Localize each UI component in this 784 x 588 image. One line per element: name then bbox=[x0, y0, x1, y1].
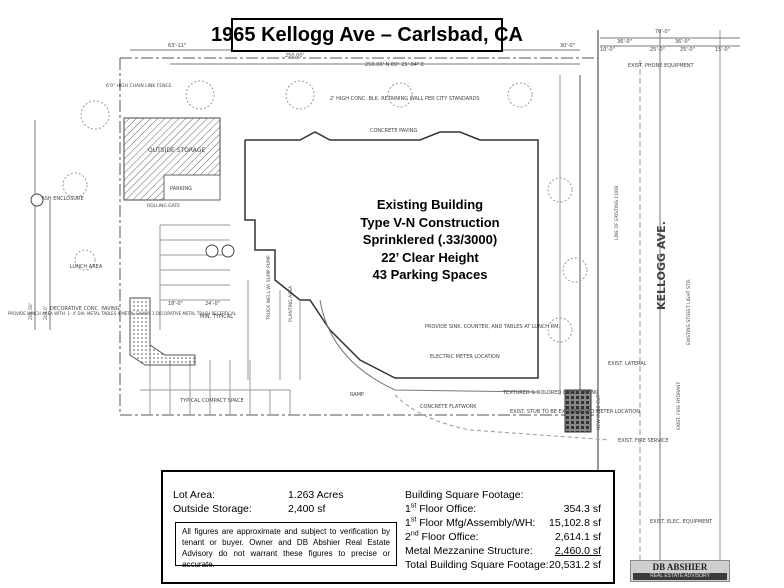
dim-250-label: 250.00' bbox=[285, 53, 304, 59]
logo-line1: DB ABSHIER bbox=[652, 562, 708, 572]
outside-storage-info-label: Outside Storage: bbox=[173, 503, 252, 515]
floor2-office-value: 2,614.1 sf bbox=[554, 531, 601, 543]
concrete-flatwork-label: CONCRETE FLATWORK bbox=[420, 404, 477, 410]
textured-paving bbox=[564, 389, 592, 433]
retaining-wall-label: 2' HIGH CONC. BLK. RETAINING WALL PER CI… bbox=[330, 96, 480, 102]
square-footage-info: Building Square Footage: 1st Floor Offic… bbox=[405, 488, 601, 572]
parking-label: PARKING bbox=[170, 186, 192, 192]
dim-2010-label: 201.0' bbox=[43, 306, 49, 320]
footage-heading-row: Building Square Footage: bbox=[405, 488, 601, 502]
mezzanine-label: Metal Mezzanine Structure: bbox=[405, 545, 533, 557]
min-typical-label: MIN. TYPICAL bbox=[200, 314, 233, 320]
dim-25b-label: 25'-0" bbox=[680, 47, 695, 53]
chain-fence-label: 6'0" HIGH CHAIN LINK FENCE bbox=[106, 83, 172, 89]
concrete-paving-label: CONCRETE PAVING bbox=[370, 128, 418, 134]
building-description: Existing Building Type V-N Construction … bbox=[345, 196, 515, 284]
rolling-gate-label: ROLLING GATE bbox=[147, 203, 180, 209]
dim-10-label: 10'-0" bbox=[600, 47, 615, 53]
property-info-box: Lot Area: 1.263 Acres Outside Storage: 2… bbox=[161, 470, 615, 584]
lot-area-label: Lot Area: bbox=[173, 489, 216, 501]
db-abshier-logo: DB ABSHIER REAL ESTATE ADVISORY bbox=[630, 560, 730, 582]
typical-compact-label: TYPICAL COMPACT SPACE bbox=[179, 398, 244, 404]
dim-25-label: 25'-0" bbox=[650, 47, 665, 53]
outside-storage-label: OUTSIDE STORAGE bbox=[148, 147, 205, 154]
total-row: Total Building Square Footage: 20,531.2 … bbox=[405, 558, 601, 572]
sink-note-label: PROVIDE SINK, COUNTER, AND TABLES AT LUN… bbox=[425, 324, 560, 330]
new-curb-label: NEW CURB CUT bbox=[596, 394, 602, 430]
line-existing-curb-label: LINE OF EXISTING CURB bbox=[614, 186, 620, 240]
outside-storage-value: 2,400 sf bbox=[288, 503, 326, 515]
driveway-curve bbox=[319, 299, 541, 393]
footage-heading: Building Square Footage: bbox=[405, 489, 524, 501]
fire-hydrant-label: EXIST. FIRE HYDRANT bbox=[676, 382, 682, 430]
dim-36-label: 36'-0" bbox=[617, 39, 632, 45]
parking-stalls bbox=[140, 224, 301, 415]
decorative-paving bbox=[129, 297, 196, 366]
decorative-paving-label: DECORATIVE CONC. PAVING bbox=[50, 306, 120, 312]
floor1-office-label: 1st Floor Office: bbox=[405, 502, 477, 516]
detail-tags bbox=[30, 193, 235, 258]
dim-36b-label: 36'-0" bbox=[675, 39, 690, 45]
building-line-sprinklered: Sprinklered (.33/3000) bbox=[362, 232, 498, 247]
floor2-office-row: 2nd Floor Office: 2,614.1 sf bbox=[405, 530, 601, 544]
dim-70-label: 70'-0" bbox=[655, 29, 670, 35]
exist-elec-label: EXIST. ELEC. EQUIPMENT bbox=[650, 519, 713, 525]
existing-building bbox=[244, 131, 539, 379]
dim-24-label: 24'-0" bbox=[205, 301, 220, 307]
floor1-mfg-row: 1st Floor Mfg/Assembly/WH: 15,102.8 sf bbox=[405, 516, 601, 530]
property-lines bbox=[119, 30, 721, 560]
planting-area-label: PLANTING AREA bbox=[288, 285, 294, 322]
bearing-label: 250.00' N 89° 25' 04" E bbox=[365, 62, 424, 68]
textured-paving-label: TEXTURED & COLORED CONC. PAVING bbox=[502, 390, 599, 396]
lot-info: Lot Area: 1.263 Acres Outside Storage: 2… bbox=[173, 488, 363, 516]
page-title: 1965 Kellogg Ave – Carlsbad, CA bbox=[211, 18, 523, 52]
lot-area-row: Lot Area: 1.263 Acres bbox=[173, 488, 363, 502]
building-line-existing: Existing Building bbox=[376, 197, 484, 212]
building-line-construction: Type V-N Construction bbox=[360, 214, 500, 230]
outside-storage-row: Outside Storage: 2,400 sf bbox=[173, 502, 363, 516]
floor1-office-row: 1st Floor Office: 354.3 sf bbox=[405, 502, 601, 516]
floor1-mfg-label: 1st Floor Mfg/Assembly/WH: bbox=[405, 516, 536, 530]
truck-well-label: TRUCK WELL W/ SUMP PUMP bbox=[266, 255, 272, 321]
exist-fire-service-label: EXIST. FIRE SERVICE bbox=[618, 438, 669, 444]
floor2-office-label: 2nd Floor Office: bbox=[405, 530, 479, 544]
street-light-label: EXISTING STREET LIGHT STD. bbox=[686, 279, 692, 345]
kellogg-ave-label: KELLOGG AVE. bbox=[655, 221, 668, 310]
exist-lateral-label: EXIST. LATERAL bbox=[608, 361, 647, 367]
plan-labels: 250.00' 250.00' N 89° 25' 04" E 63'-11" … bbox=[34, 29, 730, 525]
floor1-mfg-value: 15,102.8 sf bbox=[549, 517, 601, 529]
mezzanine-value: 2,460.0 sf bbox=[554, 545, 601, 557]
lot-area-value: 1.263 Acres bbox=[288, 489, 344, 501]
lunch-area-label: LUNCH AREA bbox=[70, 264, 103, 270]
dim-63-label: 63'-11" bbox=[168, 43, 186, 49]
total-label: Total Building Square Footage: bbox=[405, 559, 549, 571]
total-value: 20,531.2 sf bbox=[549, 559, 601, 571]
dim-2085-label: 208.50' bbox=[28, 303, 34, 320]
dim-30-label: 30'-0" bbox=[560, 43, 575, 49]
lunch-area-note-label: PROVIDE LUNCH AREA WITH: 1- 4' DIA. META… bbox=[8, 311, 237, 316]
dim-15-label: 15'-0" bbox=[715, 47, 730, 53]
floor1-office-value: 354.3 sf bbox=[563, 503, 601, 515]
ramp-label: RAMP bbox=[350, 392, 364, 398]
landscape-trees bbox=[62, 80, 588, 343]
disclaimer-box: All figures are approximate and subject … bbox=[175, 522, 397, 569]
mezzanine-row: Metal Mezzanine Structure: 2,460.0 sf bbox=[405, 544, 601, 558]
dim-18-label: 18'-0" bbox=[168, 301, 183, 307]
building-line-clear-height: 22’ Clear Height bbox=[381, 249, 479, 265]
electric-meter-label: ELECTRIC METER LOCATION bbox=[430, 354, 500, 360]
exist-phone-label: EXIST. PHONE EQUIPMENT bbox=[628, 63, 695, 69]
building-line-parking: 43 Parking Spaces bbox=[372, 267, 488, 282]
trash-enclosure-label: TRASH ENCLOSURE bbox=[34, 196, 84, 202]
exist-stub-label: EXIST. STUB TO BE EXTENDED TO METER LOCA… bbox=[510, 409, 640, 415]
logo-line2: REAL ESTATE ADVISORY bbox=[633, 573, 727, 580]
